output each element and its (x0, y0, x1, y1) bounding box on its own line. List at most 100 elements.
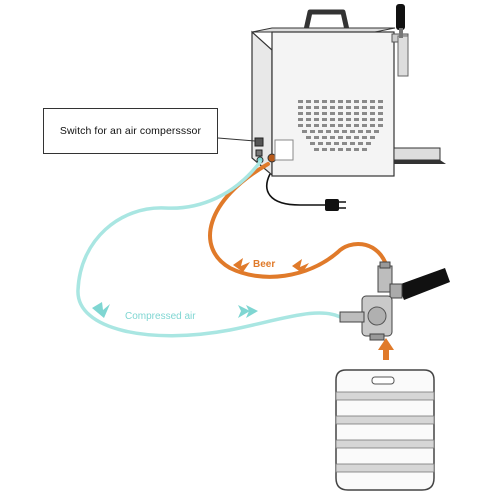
beer-tap-icon (391, 4, 409, 77)
vent-slot (306, 124, 311, 127)
vent-slot (302, 130, 307, 133)
vent-slot (314, 112, 319, 115)
vent-slot (378, 118, 383, 121)
vent-slot (354, 118, 359, 121)
vent-slot (318, 142, 323, 145)
vent-slot (370, 106, 375, 109)
cooler-handle (303, 9, 350, 31)
vent-slot (322, 148, 327, 151)
vent-slot (362, 100, 367, 103)
cooler-vent-grid (298, 100, 383, 151)
vent-slot (378, 100, 383, 103)
vent-slot (370, 100, 375, 103)
beer-flow-label: Beer (253, 259, 276, 270)
air-compressor-switch (254, 137, 264, 157)
vent-slot (370, 112, 375, 115)
vent-slot (298, 106, 303, 109)
vent-slot (298, 124, 303, 127)
vent-slot (338, 112, 343, 115)
vent-slot (338, 106, 343, 109)
vent-slot (350, 130, 355, 133)
vent-slot (322, 118, 327, 121)
drip-tray (393, 147, 441, 161)
vent-slot (306, 100, 311, 103)
vent-slot (322, 112, 327, 115)
vent-slot (338, 118, 343, 121)
beer-line (208, 162, 387, 279)
vent-slot (298, 100, 303, 103)
vent-slot (362, 124, 367, 127)
vent-slot (362, 112, 367, 115)
vent-slot (338, 148, 343, 151)
beer-cooler-unit (251, 4, 446, 211)
vent-slot (334, 130, 339, 133)
vent-slot (378, 124, 383, 127)
vent-slot (358, 130, 363, 133)
vent-slot (330, 136, 335, 139)
vent-slot (322, 136, 327, 139)
vent-slot (330, 124, 335, 127)
vent-slot (298, 118, 303, 121)
vent-slot (326, 142, 331, 145)
vent-slot (346, 118, 351, 121)
vent-slot (330, 100, 335, 103)
vent-slot (354, 148, 359, 151)
air-line (76, 160, 344, 338)
vent-slot (346, 136, 351, 139)
vent-slot (298, 112, 303, 115)
vent-slot (358, 142, 363, 145)
vent-slot (318, 130, 323, 133)
vent-slot (334, 142, 339, 145)
vent-slot (314, 148, 319, 151)
vent-slot (342, 142, 347, 145)
vent-slot (306, 112, 311, 115)
vent-slot (354, 112, 359, 115)
vent-slot (306, 136, 311, 139)
vent-slot (310, 142, 315, 145)
vent-slot (346, 112, 351, 115)
vent-slot (338, 136, 343, 139)
vent-slot (346, 124, 351, 127)
vent-slot (354, 106, 359, 109)
vent-slot (322, 124, 327, 127)
vent-slot (362, 106, 367, 109)
vent-slot (354, 136, 359, 139)
vent-slot (378, 106, 383, 109)
vent-slot (374, 130, 379, 133)
vent-slot (306, 106, 311, 109)
vent-slot (346, 100, 351, 103)
vent-slot (346, 106, 351, 109)
vent-slot (338, 124, 343, 127)
vent-slot (366, 142, 371, 145)
vent-slot (342, 130, 347, 133)
vent-slot (306, 118, 311, 121)
vent-slot (346, 148, 351, 151)
keg-icon (335, 369, 435, 491)
power-plug-icon (325, 199, 346, 211)
vent-slot (362, 136, 367, 139)
vent-slot (370, 118, 375, 121)
vent-slot (314, 106, 319, 109)
vent-slot (370, 124, 375, 127)
vent-slot (314, 118, 319, 121)
vent-slot (362, 148, 367, 151)
vent-slot (338, 100, 343, 103)
vent-slot (378, 112, 383, 115)
vent-slot (330, 118, 335, 121)
vent-slot (366, 130, 371, 133)
callout-text: Switch for an air compersssor (59, 125, 202, 137)
vent-slot (330, 112, 335, 115)
vent-slot (314, 136, 319, 139)
compressor-switch-callout: Switch for an air compersssor (43, 108, 218, 154)
vent-slot (322, 106, 327, 109)
air-flow-label: Compressed air (125, 311, 196, 322)
vent-slot (354, 124, 359, 127)
flow-arrow-icon (92, 258, 394, 360)
vent-slot (322, 100, 327, 103)
vent-slot (314, 100, 319, 103)
callout-leader (217, 137, 256, 142)
vent-slot (314, 124, 319, 127)
vent-slot (362, 118, 367, 121)
vent-slot (354, 100, 359, 103)
